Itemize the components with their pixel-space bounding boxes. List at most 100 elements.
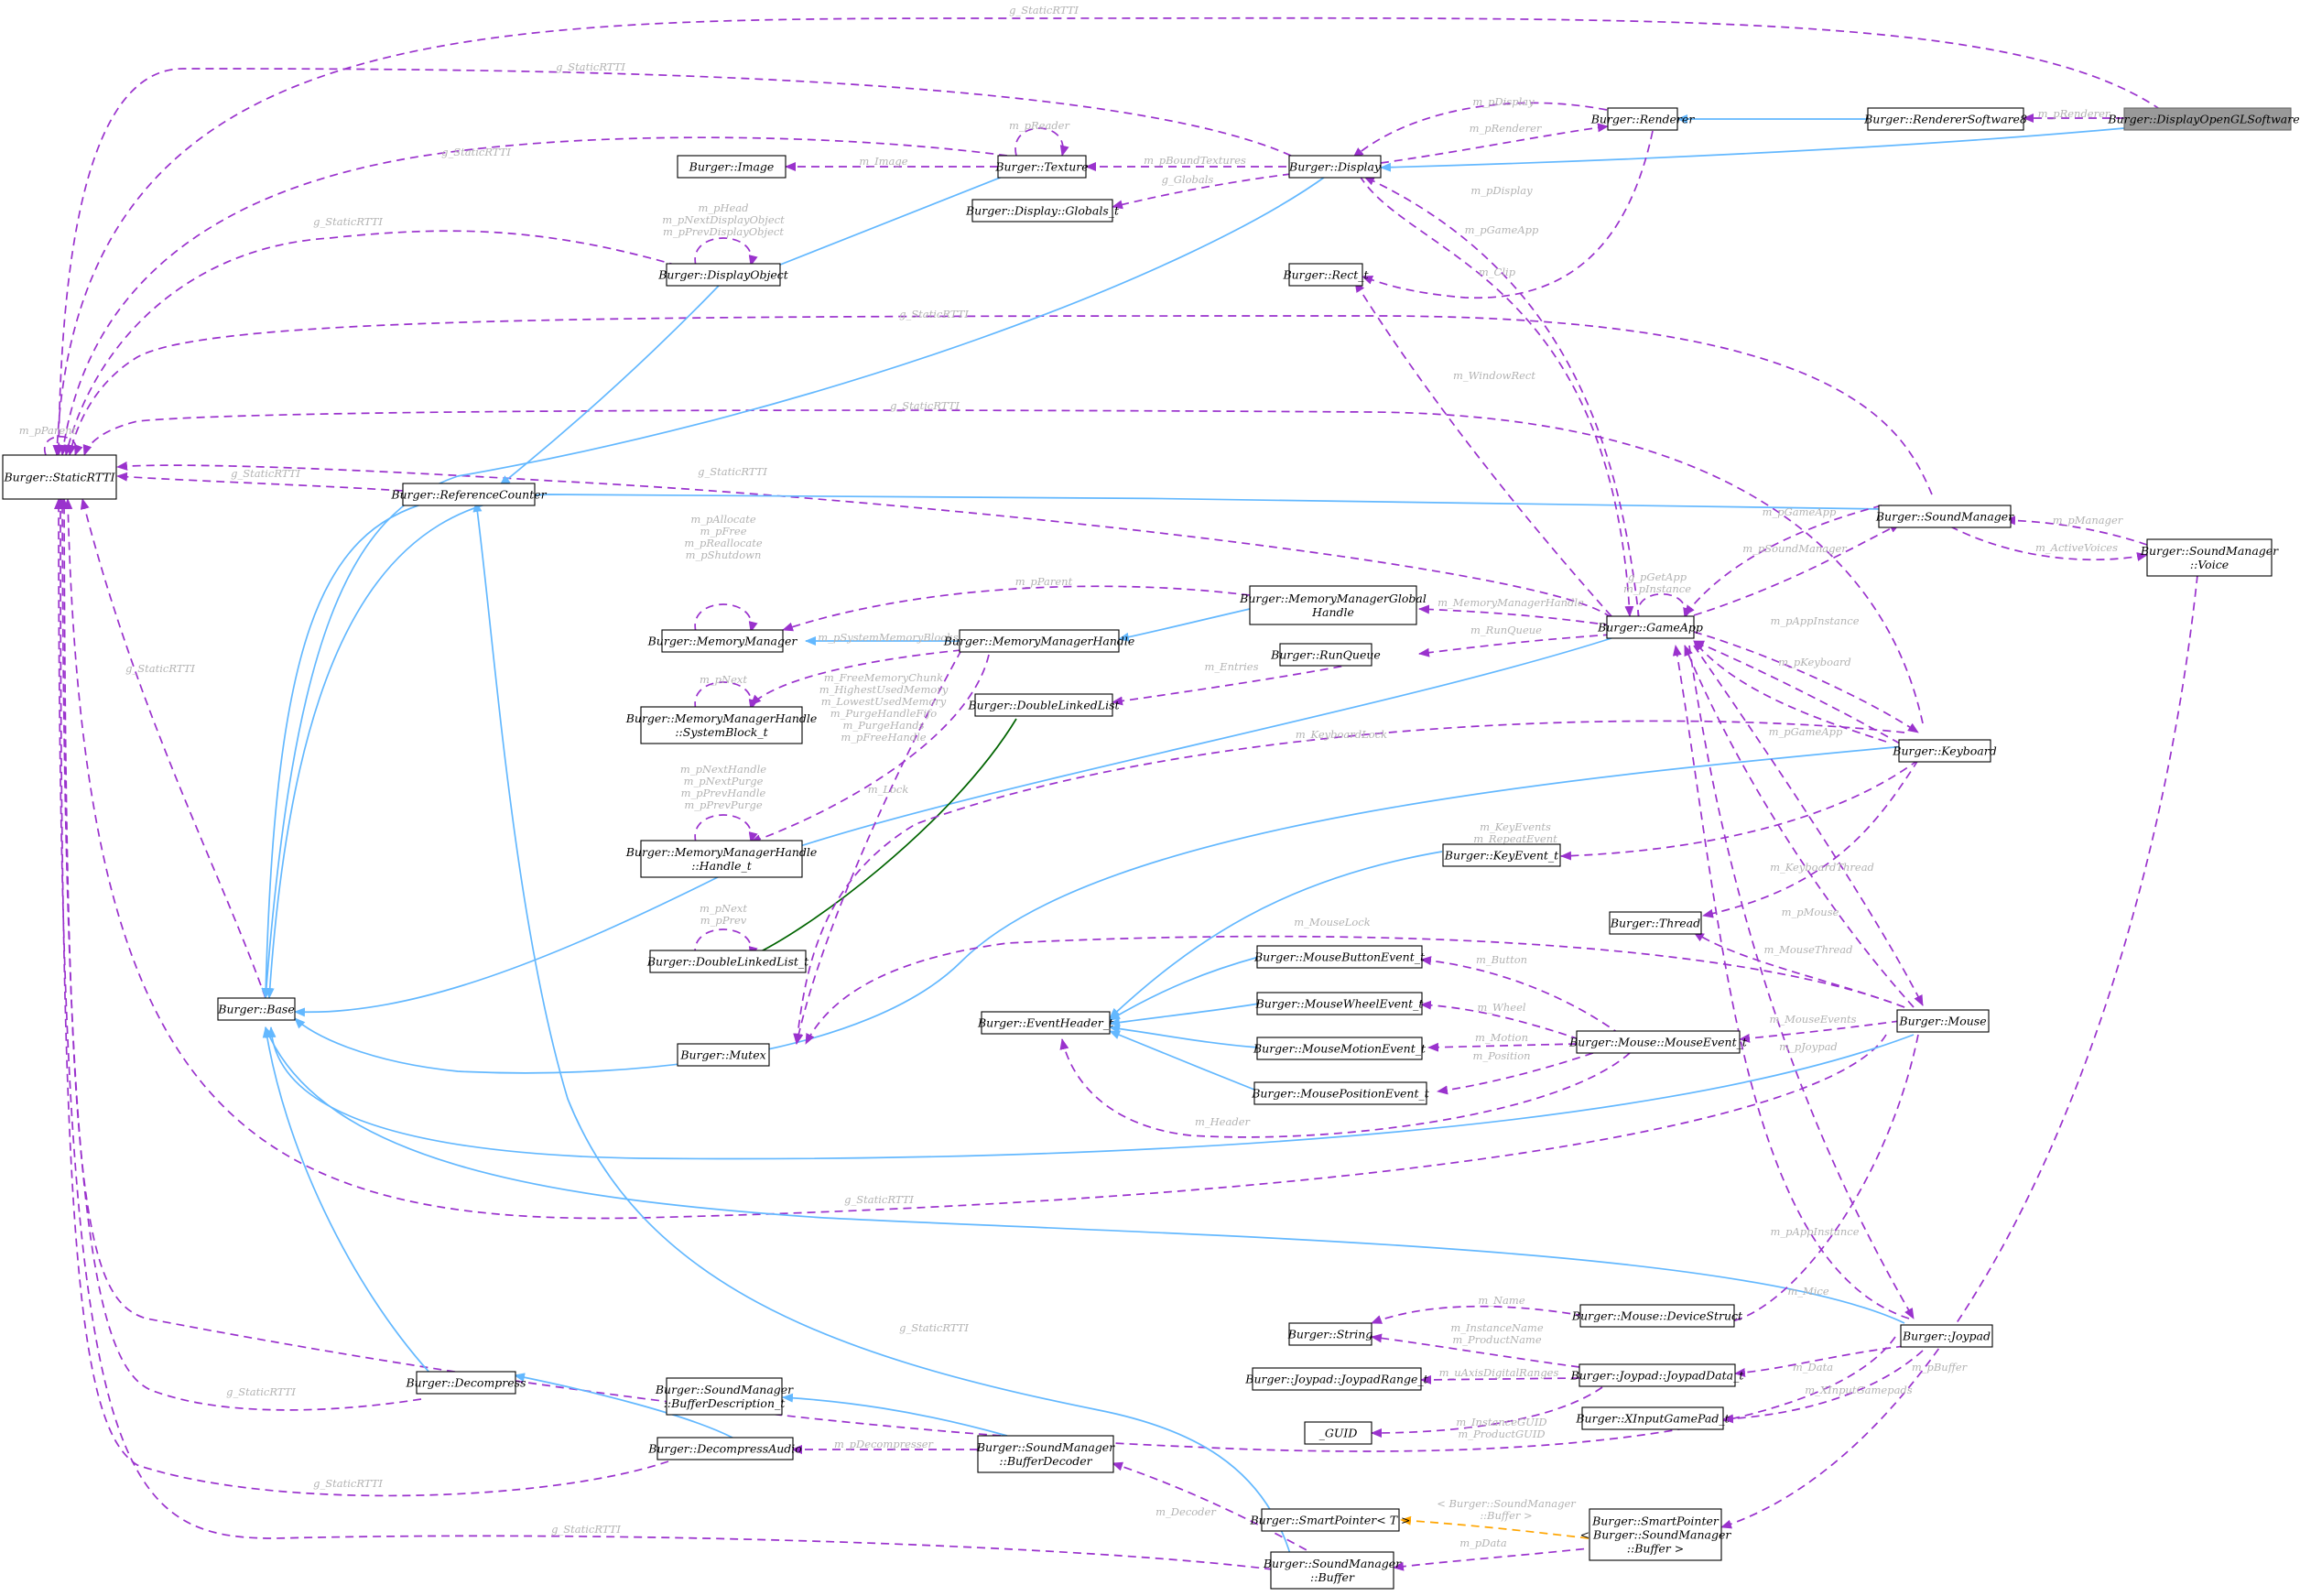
edge-mouseevent-mbe <box>1420 956 1622 1036</box>
class-node-mmh[interactable]: Burger::MemoryManagerHandle <box>943 629 1135 653</box>
edge-label-text: m_MouseThread <box>1763 943 1852 956</box>
edge-keyboard-thread <box>1702 759 1919 918</box>
class-node-texture[interactable]: Burger::Texture <box>994 155 1089 179</box>
edge-label-text: m_MouseLock <box>1294 916 1370 928</box>
edge-display-renderer <box>1380 123 1609 164</box>
class-node-smvoice[interactable]: Burger::SoundManager::Voice <box>2140 538 2279 577</box>
class-node-renderersw8[interactable]: Burger::RendererSoftware8 <box>1863 107 2027 131</box>
class-node-displayogl[interactable]: Burger::DisplayOpenGLSoftware8 <box>2107 107 2300 131</box>
class-node-eventheader[interactable]: Burger::EventHeader_t <box>977 1011 1114 1035</box>
class-node-decompaudio[interactable]: Burger::DecompressAudio <box>647 1437 802 1460</box>
class-node-smbufdecoder[interactable]: Burger::SoundManager::BufferDecoder <box>976 1435 1115 1473</box>
edge-label-l06: g_StaticRTTI <box>890 399 960 412</box>
class-node-label: Burger::MouseWheelEvent_t <box>1255 997 1425 1011</box>
class-node-display[interactable]: Burger::Display <box>1288 155 1382 179</box>
class-node-mbe[interactable]: Burger::MouseButtonEvent_t <box>1253 945 1426 969</box>
class-node-burgerbase[interactable]: Burger::Base <box>217 997 296 1021</box>
edge-label-l56: m_Position <box>1472 1049 1530 1062</box>
class-node-smartptrt[interactable]: Burger::SmartPointer< T > <box>1250 1508 1411 1532</box>
class-node-keyevent[interactable]: Burger::KeyEvent_t <box>1442 843 1561 867</box>
edge-refcounter-base <box>261 501 431 999</box>
class-node-runqueue[interactable]: Burger::RunQueue <box>1270 643 1381 667</box>
class-node-joypad[interactable]: Burger::Joypad <box>1900 1324 1993 1348</box>
class-node-renderer[interactable]: Burger::Renderer <box>1590 107 1696 131</box>
class-node-xinput[interactable]: Burger::XInputGamePad_t <box>1575 1406 1730 1430</box>
class-node-staticrtti[interactable]: Burger::StaticRTTI <box>2 454 117 500</box>
class-node-label: Burger::Joypad <box>1902 1330 1991 1343</box>
class-node-displayobject[interactable]: Burger::DisplayObject <box>657 263 789 287</box>
class-node-rect[interactable]: Burger::Rect_t <box>1282 263 1370 287</box>
edge-label-l37: m_RunQueue <box>1470 624 1542 636</box>
class-node-keyboard[interactable]: Burger::Keyboard <box>1892 739 1997 763</box>
class-node-mouseevent[interactable]: Burger::Mouse::MouseEvent_t <box>1568 1030 1748 1054</box>
class-node-dllt[interactable]: Burger::DoubleLinkedList_t <box>646 950 809 973</box>
edge-label-text: m_KeyboardLock <box>1296 728 1387 741</box>
class-node-box <box>1606 615 1695 639</box>
edge-label-text: m_Name <box>1478 1294 1524 1307</box>
class-node-box <box>640 706 803 744</box>
class-node-mme[interactable]: Burger::MouseMotionEvent_t <box>1253 1037 1427 1060</box>
edge-label-l21: m_pRenderer <box>2038 107 2111 120</box>
edge-mouseevent-eventheader <box>1059 1038 1631 1138</box>
class-node-memmgr[interactable]: Burger::MemoryManager <box>647 629 798 653</box>
edge-label-l19: m_pDisplay <box>1472 95 1535 108</box>
class-node-mpe[interactable]: Burger::MousePositionEvent_t <box>1251 1081 1430 1105</box>
edge-label-text: m_Wheel <box>1477 1001 1525 1014</box>
class-node-image[interactable]: Burger::Image <box>677 155 787 179</box>
class-node-soundmanager[interactable]: Burger::SoundManager <box>1875 505 2014 528</box>
class-node-label: Burger::SmartPointer< T > <box>1250 1514 1411 1527</box>
class-node-joypaddata[interactable]: Burger::Joypad::JoypadData_t <box>1570 1363 1745 1387</box>
class-node-string[interactable]: Burger::String <box>1287 1322 1373 1346</box>
edge-label-text: m_pParent <box>1015 575 1073 588</box>
edge-label-text: m_pGameApp <box>1763 505 1837 518</box>
edge-label-l70: m_Decoder <box>1155 1505 1217 1518</box>
class-node-label: Burger::ReferenceCounter <box>390 488 547 502</box>
class-node-refcounter[interactable]: Burger::ReferenceCounter <box>390 483 548 506</box>
class-node-label: Burger::RendererSoftware8 <box>1863 113 2027 126</box>
class-node-mwe[interactable]: Burger::MouseWheelEvent_t <box>1255 992 1425 1015</box>
edge-label-l33: m_pParent <box>1015 575 1073 588</box>
edge-decompress-staticrtti <box>58 498 422 1411</box>
edge-label-text: m_pReader <box>1009 119 1071 132</box>
edge-label-l32: m_pAllocatem_pFreem_pReallocatem_pShutdo… <box>684 513 763 561</box>
edge-mmh-mutex <box>794 649 962 1045</box>
class-node-guid[interactable]: _GUID <box>1304 1421 1372 1445</box>
class-node-box <box>1607 107 1678 131</box>
class-node-label: _GUID <box>1319 1427 1358 1440</box>
class-node-dll[interactable]: Burger::DoubleLinkedList <box>967 693 1121 717</box>
class-node-label: Burger::Mouse::MouseEvent_t <box>1568 1036 1748 1049</box>
edge-displayobject-staticrtti <box>63 230 678 456</box>
edge-gameapp-joypad <box>1688 645 1915 1319</box>
class-node-displayglobals[interactable]: Burger::Display::Globals_t <box>965 199 1120 223</box>
class-node-smbufdesc[interactable]: Burger::SoundManager::BufferDescription_… <box>655 1377 794 1416</box>
class-node-handlet[interactable]: Burger::MemoryManagerHandle::Handle_t <box>625 840 818 878</box>
class-node-smartptrbuf[interactable]: Burger::SmartPointer< Burger::SoundManag… <box>1580 1508 1732 1561</box>
edge-label-text: m_pShutdown <box>686 548 762 561</box>
class-node-label: Burger::Rect_t <box>1282 268 1369 282</box>
class-node-mouse[interactable]: Burger::Mouse <box>1896 1009 1990 1033</box>
class-node-gameapp[interactable]: Burger::GameApp <box>1597 615 1703 639</box>
class-node-sysblock[interactable]: Burger::MemoryManagerHandle::SystemBlock… <box>625 706 818 744</box>
edge-label-text: m_WindowRect <box>1453 369 1535 382</box>
class-node-label: Burger::DisplayObject <box>657 268 788 282</box>
edge-label-text: m_Motion <box>1475 1031 1528 1044</box>
class-node-decompress[interactable]: Burger::Decompress <box>405 1371 526 1395</box>
edge-label-l02: g_StaticRTTI <box>556 60 625 73</box>
edge-mme-eventheader <box>1109 1024 1260 1048</box>
edge-texture-staticrtti <box>59 136 1008 456</box>
class-node-mutex[interactable]: Burger::Mutex <box>677 1043 770 1067</box>
class-node-smbuffer[interactable]: Burger::SoundManager::Buffer <box>1263 1551 1402 1590</box>
edge-label-l69: m_pDecompresser <box>834 1438 935 1450</box>
edge-label-text: m_pRenderer <box>1470 122 1543 135</box>
edge-label-l25: m_pGameApp <box>1465 223 1539 236</box>
edge-label-text: m_MouseEvents <box>1769 1013 1856 1026</box>
edge-label-text: m_pSoundManager <box>1742 542 1848 555</box>
class-node-label: Burger::SoundManager <box>976 1440 1115 1454</box>
edge-label-l54: m_Wheel <box>1477 1001 1525 1014</box>
class-node-thread[interactable]: Burger::Thread <box>1609 911 1702 935</box>
class-node-joypadrange[interactable]: Burger::Joypad::JoypadRange_t <box>1244 1367 1429 1391</box>
class-node-devicestruct[interactable]: Burger::Mouse::DeviceStruct <box>1571 1304 1743 1328</box>
edge-label-text: g_StaticRTTI <box>313 1477 383 1490</box>
